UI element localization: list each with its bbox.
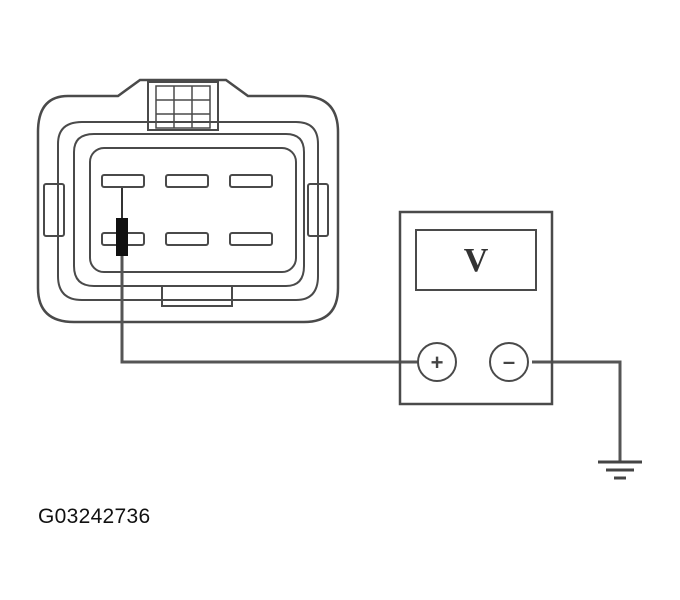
connector-pin	[229, 232, 273, 246]
voltmeter-body	[398, 210, 554, 406]
connector-pin	[165, 174, 209, 188]
voltmeter-display	[415, 229, 537, 291]
connector-left-tab	[43, 183, 65, 237]
positive-lead-wire	[120, 256, 418, 364]
connector-pin	[165, 232, 209, 246]
positive-terminal-sign: +	[431, 350, 444, 375]
connector-seal-ring	[73, 133, 305, 287]
connector-pin	[101, 174, 145, 188]
connector	[36, 78, 340, 324]
negative-terminal	[489, 342, 529, 382]
connector-outer-housing	[36, 78, 340, 324]
connector-pin	[229, 174, 273, 188]
negative-terminal-sign: –	[503, 349, 515, 374]
connector-inner-housing	[57, 121, 319, 301]
connector-right-tab	[307, 183, 329, 237]
figure-id-label: G03242736	[38, 505, 151, 528]
voltmeter: V + –	[398, 210, 554, 406]
locking-tab-icon	[147, 81, 219, 131]
connector-bottom-key	[161, 286, 233, 307]
ground-lead-wire	[532, 360, 622, 462]
positive-terminal	[417, 342, 457, 382]
voltmeter-display-symbol: V	[464, 242, 489, 279]
ground-symbol-icon	[598, 460, 642, 480]
probe-icon	[116, 188, 128, 256]
connector-pin-cavity	[89, 147, 297, 273]
